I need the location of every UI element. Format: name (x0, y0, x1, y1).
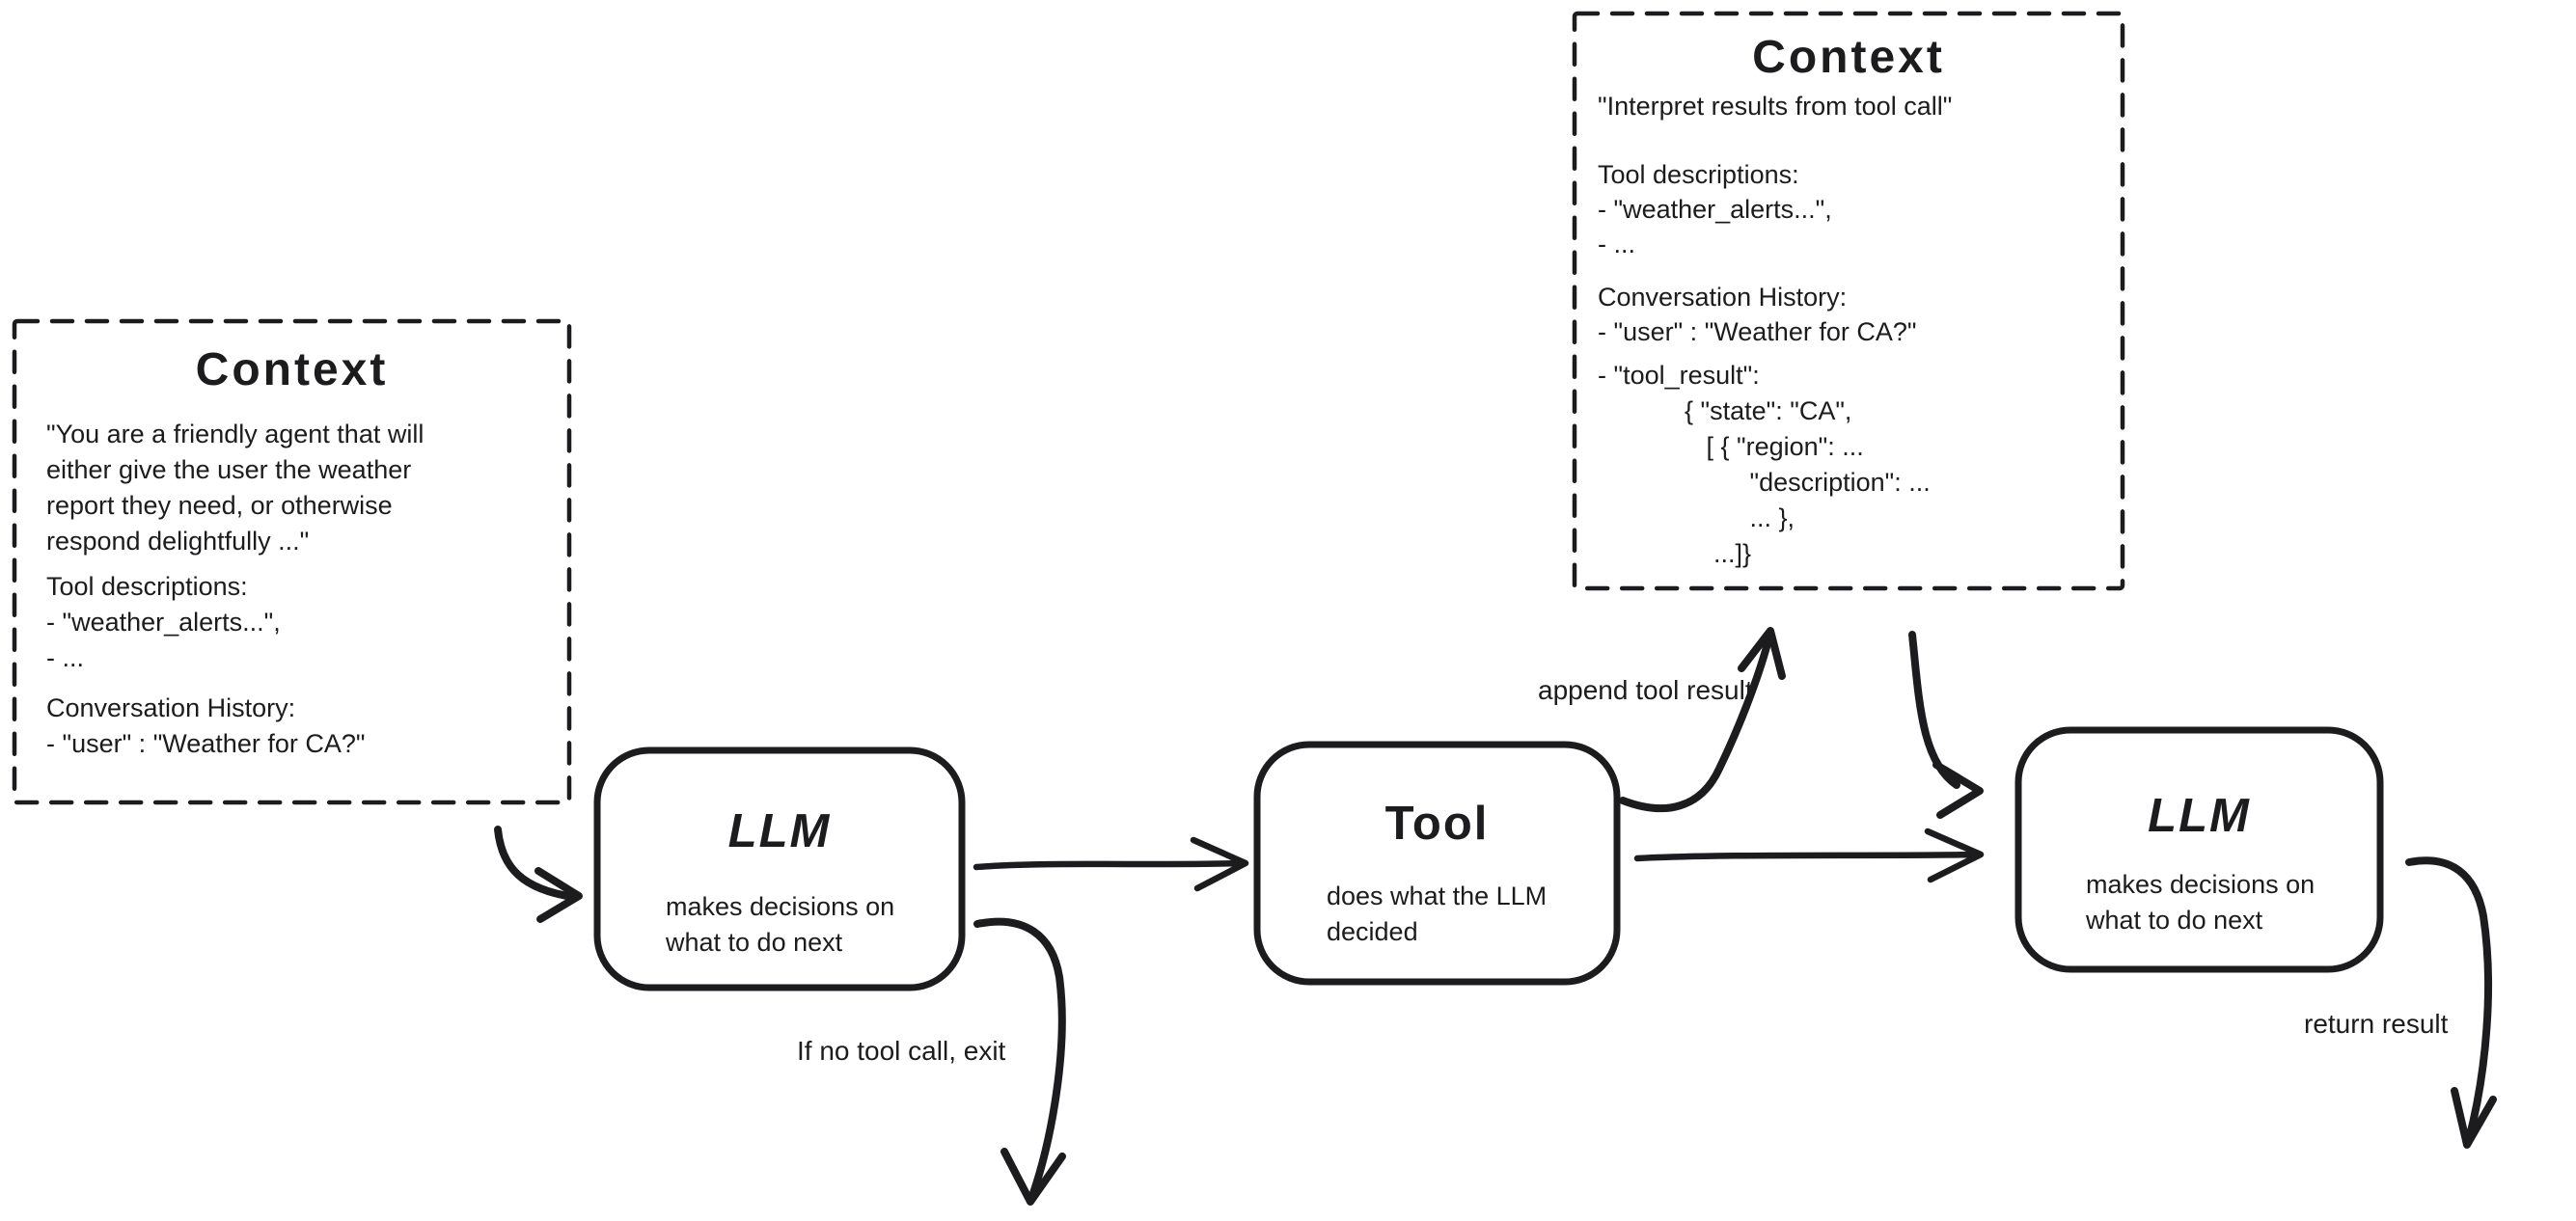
return-result-label: return result (2304, 1009, 2449, 1039)
arrowhead-context-to-llm2 (1932, 761, 1984, 819)
context-top-right-box-border (1572, 11, 2125, 591)
arrow-context-left-to-llm1 (494, 826, 577, 901)
context-left-tool-descriptions: Tool descriptions: - "weather_alerts..."… (46, 572, 281, 672)
tool-node-subtitle: does what the LLM decided (1327, 882, 1548, 946)
context-top-right-conversation-history: Conversation History: - "user" : "Weathe… (1598, 283, 1917, 346)
arrowhead-llm1-to-tool (1190, 836, 1249, 892)
llm-node-2-border (2014, 726, 2384, 973)
context-left-system-prompt: "You are a friendly agent that will eith… (46, 420, 425, 556)
llm-node-1-border (593, 746, 966, 991)
tool-node-border (1253, 741, 1621, 986)
arrowhead-llm1-exit (1000, 1148, 1066, 1206)
context-top-right-system-prompt: "Interpret results from tool call" (1598, 92, 1953, 121)
tool-node-title: Tool (1384, 798, 1490, 850)
arrow-context-to-llm2 (1908, 631, 1960, 789)
arrowhead-context-left-to-llm1 (534, 867, 583, 923)
context-top-right-tool-descriptions: Tool descriptions: - "weather_alerts..."… (1598, 160, 1832, 258)
arrowhead-tool-to-context (1738, 627, 1786, 680)
arrow-tool-to-llm2 (1633, 851, 1980, 862)
context-top-right-tool-result: - "tool_result": { "state": "CA", [ { "r… (1598, 361, 1931, 568)
arrowhead-tool-to-llm2 (1924, 828, 1985, 883)
arrow-llm2-return (2405, 856, 2493, 1143)
llm-node-1-title: LLM (727, 805, 832, 857)
context-left-conversation-history: Conversation History: - "user" : "Weathe… (46, 693, 366, 758)
append-tool-result-label: append tool result (1538, 675, 1753, 705)
if-no-tool-call-exit-label: If no tool call, exit (797, 1036, 1006, 1066)
context-left-title: Context (195, 344, 389, 395)
llm-node-2-title: LLM (2148, 790, 2251, 842)
llm-node-2-subtitle: makes decisions on what to do next (2086, 870, 2316, 935)
arrow-llm1-exit (973, 917, 1066, 1200)
arrow-tool-to-context (1619, 633, 1773, 813)
llm-node-1-subtitle: makes decisions on what to do next (666, 892, 895, 957)
arrow-llm1-to-tool (973, 859, 1245, 871)
context-left-box-border (12, 318, 572, 805)
context-top-right-title: Context (1752, 32, 1945, 83)
arrowhead-llm2-return (2451, 1087, 2497, 1149)
